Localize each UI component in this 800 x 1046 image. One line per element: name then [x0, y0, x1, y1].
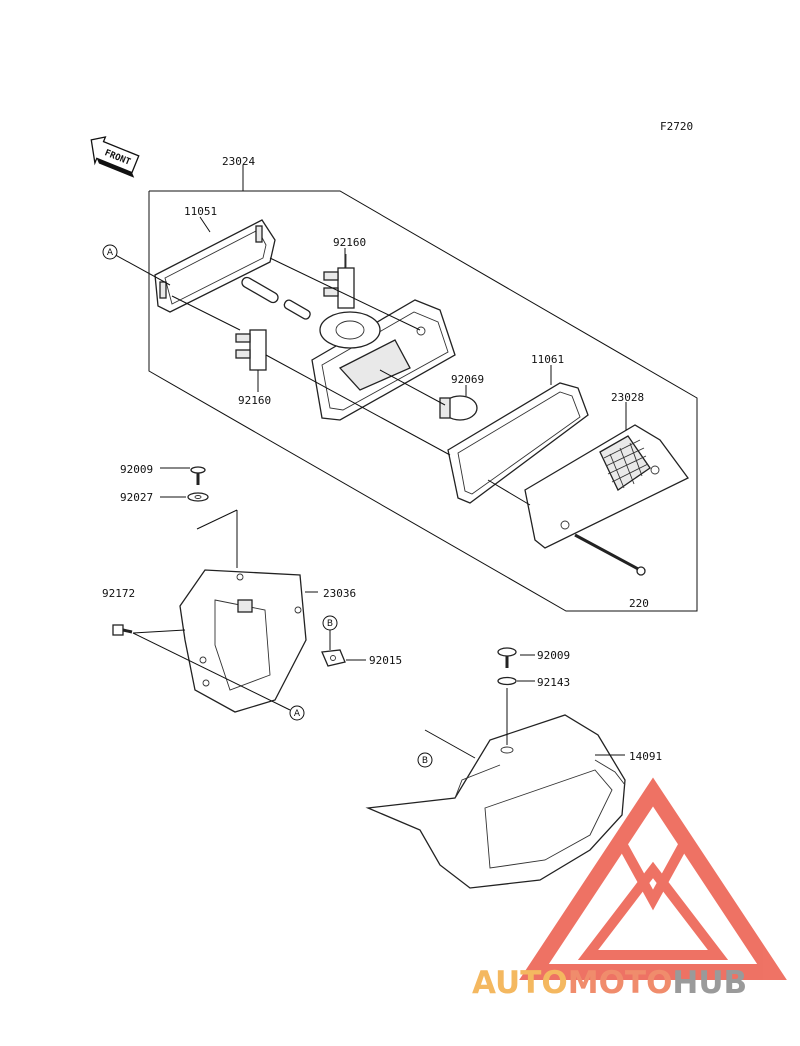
- screw-220: [574, 533, 646, 576]
- bolt-92172: [112, 624, 133, 636]
- part-label-92027: 92027: [120, 491, 153, 504]
- leader-lines-lower-right: [424, 654, 625, 759]
- assembly-frame: [148, 165, 698, 612]
- clip-nut-92015: [321, 649, 346, 667]
- socket-plate-11051: [154, 219, 276, 313]
- watermark-text: AUTOMOTOHUB: [472, 965, 747, 1001]
- socket-92160-upper: [323, 254, 355, 309]
- part-label-11061: 11061: [531, 353, 564, 366]
- part-label-92015: 92015: [369, 654, 402, 667]
- part-label-92009-lower: 92009: [537, 649, 570, 662]
- part-label-11051: 11051: [184, 205, 217, 218]
- svg-text:B: B: [327, 619, 333, 629]
- svg-text:B: B: [422, 756, 428, 766]
- part-label-92009-upper: 92009: [120, 463, 153, 476]
- leader-lines-upper: [109, 216, 627, 506]
- gasket-11061: [447, 382, 589, 504]
- svg-text:A: A: [107, 248, 114, 258]
- watermark-part-moto: MOTO: [568, 965, 673, 1001]
- ref-marker-a-upper: A: [102, 244, 118, 260]
- screw-92009-lower: [497, 647, 517, 668]
- front-arrow-icon: FRONT: [90, 136, 140, 178]
- part-label-23036: 23036: [323, 587, 356, 600]
- tail-cover-14091: [365, 714, 626, 889]
- ref-marker-b-upper: B: [322, 615, 338, 631]
- socket-92160-lower: [235, 329, 267, 371]
- svg-text:AUTOMOTOHUB: AUTOMOTOHUB: [472, 965, 747, 1001]
- part-label-23028: 23028: [611, 391, 644, 404]
- part-label-92069: 92069: [451, 373, 484, 386]
- ref-marker-a-lower: A: [289, 705, 305, 721]
- watermark-logo-icon: [519, 777, 787, 980]
- lens-23028: [524, 424, 689, 549]
- svg-text:A: A: [294, 709, 301, 719]
- lamp-housing: [311, 299, 456, 421]
- watermark-part-hub: HUB: [672, 965, 747, 1001]
- bulb-92069: [439, 395, 478, 421]
- figure-code: F2720: [660, 120, 693, 133]
- screw-92009-upper: [190, 466, 206, 485]
- watermark-part-auto: AUTO: [472, 965, 568, 1001]
- bracket-23036: [179, 569, 307, 713]
- ref-marker-b-lower: B: [417, 752, 433, 768]
- part-label-92172: 92172: [102, 587, 135, 600]
- part-label-23024: 23024: [222, 155, 255, 168]
- part-label-92160-upper: 92160: [333, 236, 366, 249]
- washer-92143: [497, 676, 517, 686]
- part-label-92160-lower: 92160: [238, 394, 271, 407]
- leader-lines-lower-left: [132, 467, 366, 711]
- washer-92027: [187, 492, 209, 502]
- part-label-92143: 92143: [537, 676, 570, 689]
- part-label-14091: 14091: [629, 750, 662, 763]
- bulb-wedge: [241, 276, 311, 320]
- part-label-220: 220: [629, 597, 649, 610]
